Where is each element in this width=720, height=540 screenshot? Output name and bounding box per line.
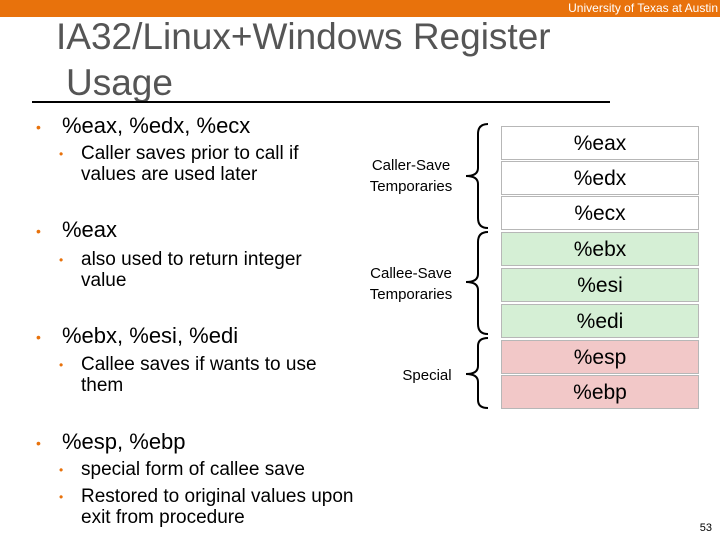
- header-bar: University of Texas at Austin: [0, 0, 720, 17]
- bullet-2-sub-1-text: also used to return integer value: [81, 249, 302, 291]
- register-esp: %esp: [501, 340, 699, 374]
- bullet-4-sub-2: • Restored to original values upon exit …: [59, 486, 371, 528]
- bullet-1-sub-1-text: Caller saves prior to call if values are…: [81, 143, 299, 185]
- bullet-3-sub-1: • Callee saves if wants to use them: [59, 354, 331, 396]
- institution-label: University of Texas at Austin: [568, 1, 718, 15]
- bullet-4-text: %esp, %ebp: [62, 429, 186, 454]
- bullet-marker-icon: •: [36, 119, 41, 135]
- register-edi: %edi: [501, 304, 699, 338]
- bullet-2: • %eax: [36, 217, 118, 243]
- sub-bullet-marker-icon: •: [59, 253, 64, 267]
- title-divider: [32, 101, 610, 103]
- register-ecx: %ecx: [501, 196, 699, 230]
- bullet-4-sub-1: • special form of callee save: [59, 459, 371, 480]
- sub-bullet-marker-icon: •: [59, 358, 64, 372]
- register-ebx: %ebx: [501, 232, 699, 266]
- bullet-2-text: %eax: [62, 217, 118, 242]
- register-esi: %esi: [501, 268, 699, 302]
- slide-title-line1: IA32/Linux+Windows Register: [56, 16, 551, 57]
- register-eax: %eax: [501, 126, 699, 160]
- bullet-3-sub-1-text: Callee saves if wants to use them: [81, 354, 317, 396]
- bullet-3-text: %ebx, %esi, %edi: [62, 323, 239, 348]
- bullet-1-text: %eax, %edx, %ecx: [62, 113, 251, 138]
- bullet-marker-icon: •: [36, 223, 41, 239]
- bullet-4-sub-2-text: Restored to original values upon exit fr…: [81, 486, 354, 528]
- register-edx: %edx: [501, 161, 699, 195]
- register-ebp: %ebp: [501, 375, 699, 409]
- bracket-caller-save: [465, 123, 489, 229]
- bullet-4: • %esp, %ebp: [36, 429, 186, 455]
- bullet-3: • %ebx, %esi, %edi: [36, 323, 239, 349]
- bullet-marker-icon: •: [36, 435, 41, 451]
- sub-bullet-marker-icon: •: [59, 147, 64, 161]
- bracket-callee-save: [465, 231, 489, 335]
- bullet-marker-icon: •: [36, 329, 41, 345]
- bullet-1: • %eax, %edx, %ecx: [36, 113, 251, 139]
- bullet-4-sub-1-text: special form of callee save: [81, 459, 305, 480]
- page-number: 53: [699, 522, 712, 534]
- bullet-2-sub-1: • also used to return integer value: [59, 249, 351, 291]
- slide-title-line2: Usage: [66, 62, 173, 103]
- group-label-callee-save: Callee-Save Temporaries: [369, 265, 453, 303]
- sub-bullet-marker-icon: •: [59, 490, 64, 504]
- group-label-special: Special: [402, 367, 452, 384]
- bullet-1-sub-1: • Caller saves prior to call if values a…: [59, 143, 351, 185]
- group-label-caller-save: Caller-Save Temporaries: [369, 157, 453, 195]
- slide-title: IA32/Linux+Windows Register Usage: [56, 14, 616, 106]
- bracket-special: [465, 337, 489, 409]
- sub-bullet-marker-icon: •: [59, 463, 64, 477]
